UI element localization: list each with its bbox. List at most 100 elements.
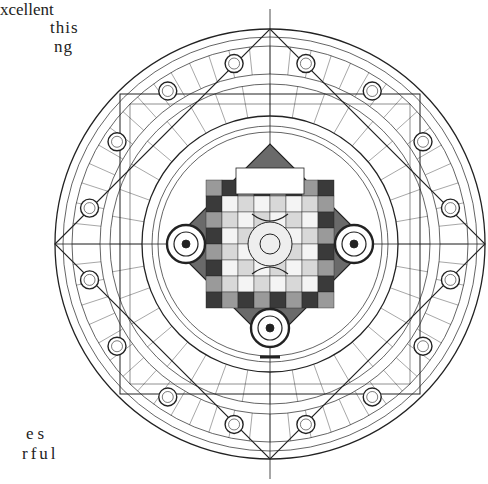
floor-tile	[286, 292, 302, 308]
step-line	[390, 288, 420, 299]
column	[445, 274, 456, 285]
column	[441, 199, 459, 217]
floor-tile	[318, 228, 334, 244]
column	[162, 391, 173, 402]
ring	[55, 29, 485, 459]
step-line	[352, 342, 373, 367]
stupa-circle	[335, 225, 373, 263]
step-line	[242, 370, 248, 402]
step-line	[288, 47, 291, 75]
floor-tile	[238, 260, 254, 276]
column	[81, 271, 99, 289]
floor-tile	[222, 212, 238, 228]
floor-tile	[318, 244, 334, 260]
step-line	[120, 189, 150, 200]
step-line	[167, 342, 188, 367]
step-line	[123, 358, 144, 377]
floor-tile	[302, 292, 318, 308]
floor-tile	[286, 276, 302, 292]
text-fragment: ng	[54, 37, 73, 57]
stupa-circle	[251, 309, 289, 347]
column	[225, 415, 243, 433]
step-line	[73, 262, 101, 265]
step-line	[82, 183, 109, 192]
column	[367, 86, 378, 97]
step-line	[323, 56, 332, 83]
floor-tile	[286, 196, 302, 212]
floor-tile	[206, 292, 222, 308]
step-line	[190, 105, 206, 133]
step-line	[432, 297, 459, 306]
floor-tile	[238, 196, 254, 212]
step-line	[288, 413, 291, 441]
step-line	[249, 47, 252, 75]
step-line	[292, 86, 298, 118]
step-line	[314, 364, 325, 394]
column	[225, 55, 243, 73]
floor-tile	[238, 212, 254, 228]
column	[297, 55, 315, 73]
text-fragment: es	[26, 424, 48, 444]
step-line	[384, 97, 403, 118]
step-line	[323, 406, 332, 433]
ornament	[252, 214, 288, 274]
step-line	[89, 313, 115, 324]
column	[108, 133, 126, 151]
ring	[158, 132, 382, 356]
outer-square	[130, 104, 410, 384]
column	[363, 388, 381, 406]
step-line	[215, 94, 226, 124]
step-line	[120, 288, 150, 299]
step-line	[432, 183, 459, 192]
step-line	[242, 86, 248, 118]
column	[300, 419, 311, 430]
step-line	[368, 326, 393, 347]
step-line	[138, 97, 157, 118]
floor-tile	[286, 212, 302, 228]
stupa-circle	[167, 225, 205, 263]
column	[108, 337, 126, 355]
step-line	[112, 266, 144, 272]
center-circle	[260, 234, 280, 254]
column	[112, 136, 123, 147]
floor-tile	[206, 276, 222, 292]
floor-tile	[222, 292, 238, 308]
step-line	[314, 94, 325, 124]
column	[417, 341, 428, 352]
step-line	[190, 355, 206, 383]
column	[363, 82, 381, 100]
step-line	[89, 163, 115, 174]
step-line	[189, 63, 200, 89]
step-line	[112, 216, 144, 222]
stupa-circle	[350, 240, 358, 248]
step-line	[396, 266, 428, 272]
floor-tile	[270, 292, 286, 308]
floor-tile	[206, 260, 222, 276]
shrine-box	[236, 168, 304, 194]
floor-tile	[222, 276, 238, 292]
center-circle	[248, 222, 292, 266]
step-line	[123, 112, 144, 131]
column	[229, 58, 240, 69]
column	[367, 391, 378, 402]
column	[84, 274, 95, 285]
floor-tile	[318, 180, 334, 196]
step-line	[334, 105, 350, 133]
floor-tile	[318, 196, 334, 212]
column	[417, 136, 428, 147]
floor-tile	[206, 180, 222, 196]
step-line	[215, 364, 226, 394]
step-line	[82, 297, 109, 306]
step-line	[339, 63, 350, 89]
floor-tile	[302, 276, 318, 292]
step-line	[381, 308, 409, 324]
floor-tile	[222, 196, 238, 212]
step-line	[368, 141, 393, 162]
floor-tile	[206, 212, 222, 228]
floor-tile	[270, 196, 286, 212]
step-line	[131, 164, 159, 180]
ring	[142, 116, 398, 372]
stupa-circle	[342, 232, 366, 256]
outer-square	[120, 94, 420, 394]
